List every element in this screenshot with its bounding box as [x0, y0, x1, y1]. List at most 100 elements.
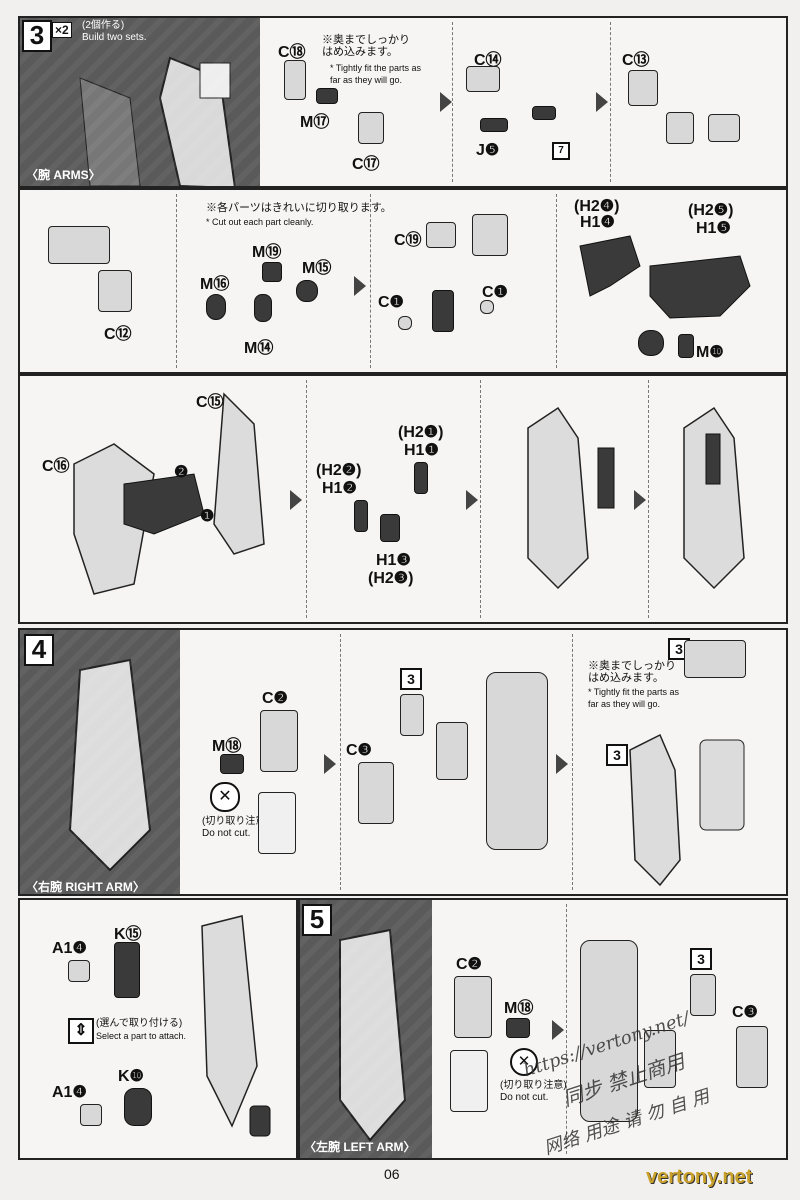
- thumb-shape: [380, 514, 400, 542]
- step-arrow-icon: [354, 276, 366, 296]
- part-j5: J❺: [476, 142, 500, 159]
- shield-plates: [73, 392, 265, 595]
- step-divider: [648, 380, 649, 618]
- section-label-left-arm: 〈左腕 LEFT ARM〉: [304, 1140, 416, 1154]
- marker-2: ❷: [174, 464, 189, 481]
- part-c12-shape: [48, 226, 110, 264]
- step-arrow-icon: [440, 92, 452, 112]
- shoulder-shape: [684, 640, 746, 678]
- part-m18-shape: [220, 754, 244, 774]
- no-cut-jp: (切り取り注意): [202, 816, 269, 827]
- part-c3-shape: [358, 762, 394, 824]
- finger-shape-1: [414, 462, 428, 494]
- tight-fit-note-jp: ※奥までしっかり はめ込みます。: [588, 660, 676, 684]
- marker-1: ❶: [200, 508, 215, 525]
- part-c16: C⑯: [42, 458, 70, 475]
- part-m10: M❿: [696, 344, 724, 361]
- part-m14-shape: [254, 294, 272, 322]
- part-h1-3: H1❸: [376, 552, 411, 569]
- washer-left-shape: [398, 316, 412, 330]
- part-c17: C⑰: [352, 156, 380, 173]
- part-m16: M⑯: [200, 276, 230, 293]
- part-c2: C❷: [456, 956, 482, 973]
- inner-frame-assembly: [486, 672, 548, 850]
- step-divider: [340, 634, 341, 890]
- part-c13-sub-shape: [666, 112, 694, 144]
- part-c18: C⑱: [278, 44, 306, 61]
- part-c18-shape: [284, 60, 306, 100]
- tight-fit-note-jp: ※奥までしっかり はめ込みます。: [322, 34, 410, 58]
- select-jp: (選んで取り付ける): [96, 1018, 183, 1029]
- assembled-forearm-2: [683, 406, 745, 590]
- step3-illustration: [20, 18, 260, 186]
- no-cut-icon: ✕: [510, 1048, 538, 1076]
- part-c14-shape: [466, 66, 500, 92]
- part-c19: C⑲: [394, 232, 422, 249]
- reference-box-3: 3: [606, 744, 628, 766]
- part-m14: M⑭: [244, 340, 274, 357]
- build-two-jp: (2個作る): [82, 20, 125, 31]
- part-ref3-shape: [690, 974, 716, 1016]
- part-m18-shape: [506, 1018, 530, 1038]
- step-divider: [572, 634, 573, 890]
- part-c2-shape: [454, 976, 492, 1038]
- multiplier-badge: ×2: [52, 22, 72, 38]
- part-c19-shape: [426, 222, 456, 248]
- watermark-site: vertony.net: [646, 1166, 753, 1188]
- step-arrow-icon: [596, 92, 608, 112]
- hand-frame-parts: [579, 235, 751, 319]
- washer-right-shape: [480, 300, 494, 314]
- section-label-arms: 〈腕 ARMS〉: [26, 168, 101, 182]
- part-c13-shape: [628, 70, 658, 106]
- part-k10-shape: [124, 1088, 152, 1126]
- step-arrow-icon: [324, 754, 336, 774]
- step-divider: [176, 194, 177, 368]
- part-c1-right: C❶: [482, 284, 508, 301]
- part-h2-1: (H2❶): [398, 424, 444, 441]
- part-a14-bottom-shape: [80, 1104, 102, 1126]
- part-h2-3: (H2❸): [368, 570, 414, 587]
- step-divider: [566, 904, 567, 1154]
- step4-illustration: [20, 630, 180, 894]
- part-m18: M⑱: [504, 1000, 534, 1017]
- tight-fit-note-en: * Tightly fit the parts as far as they w…: [588, 687, 680, 709]
- part-h1-5: H1❺: [696, 220, 731, 237]
- step5-illustration: [300, 900, 432, 1158]
- part-j5-shape: [480, 118, 508, 132]
- part-h2-5: (H2❺): [688, 202, 734, 219]
- step-number: 4: [24, 634, 54, 666]
- step-arrow-icon: [556, 754, 568, 774]
- right-arm-illustration: [68, 658, 152, 872]
- cut-clean-note-jp: ※各パーツはきれいに切り取ります。: [206, 202, 392, 214]
- part-m16-shape: [206, 294, 226, 320]
- part-c15: C⑮: [196, 394, 224, 411]
- no-cut-jp: (切り取り注意): [500, 1080, 567, 1091]
- part-k15-shape: [114, 942, 140, 998]
- part-m19-shape: [262, 262, 282, 282]
- part-a14-top-shape: [68, 960, 90, 982]
- step-divider: [452, 22, 453, 182]
- part-a14-bottom: A1❹: [52, 1084, 87, 1101]
- part-ref3-shape: [400, 694, 424, 736]
- part-k15: K⑮: [114, 926, 142, 943]
- part-c3: C❸: [346, 742, 372, 759]
- reference-box-3: 3: [690, 948, 712, 970]
- step-divider: [306, 380, 307, 618]
- part-c14: C⑭: [474, 52, 502, 69]
- part-h1-2: H1❷: [322, 480, 357, 497]
- assembled-forearm-1: [527, 406, 615, 590]
- runner-shape: [450, 1050, 488, 1112]
- left-arm-illustration: [339, 928, 407, 1142]
- part-k10: K❿: [118, 1068, 144, 1085]
- select-one-icon: ⇕: [68, 1018, 94, 1044]
- part-j5-alt-shape: [532, 106, 556, 120]
- part-m10-shape: [678, 334, 694, 358]
- part-m15-shape: [296, 280, 318, 302]
- part-m15: M⑮: [302, 260, 332, 277]
- part-joint-shape: [432, 290, 454, 332]
- part-c12-body-shape: [98, 270, 132, 312]
- part-m17-shape: [316, 88, 338, 104]
- part-c1-left: C❶: [378, 294, 404, 311]
- part-m17: M⑰: [300, 114, 330, 131]
- cut-clean-note-en: * Cut out each part cleanly.: [206, 217, 314, 227]
